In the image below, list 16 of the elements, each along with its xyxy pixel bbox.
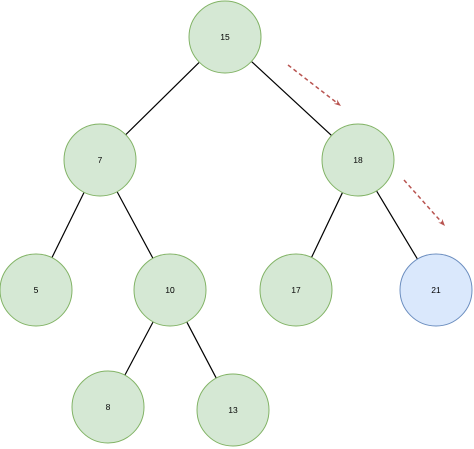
tree-edge — [376, 190, 418, 259]
tree-edge — [116, 192, 154, 258]
tree-edge — [52, 192, 84, 258]
tree-edge — [124, 322, 154, 376]
tree-edge — [251, 61, 332, 136]
circle-node: 17 — [260, 254, 332, 326]
circle-node: 7 — [64, 124, 136, 196]
tree-edge — [126, 62, 200, 135]
circle-node: 18 — [322, 124, 394, 196]
circle-node: 8 — [72, 370, 144, 444]
tree-edge — [186, 322, 217, 378]
circle-node: 10 — [134, 254, 206, 326]
circle-node: 15 — [188, 0, 262, 74]
circle-node: 13 — [196, 374, 270, 446]
circle-node: 21 — [400, 254, 472, 326]
tree-edge — [311, 192, 343, 258]
